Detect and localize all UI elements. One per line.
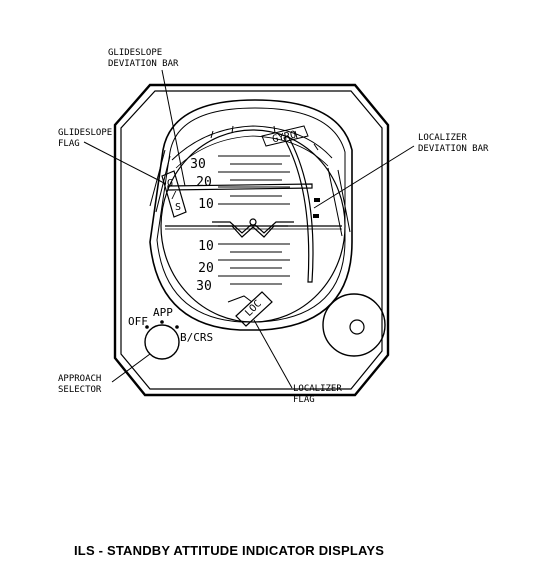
diagram-caption: ILS - STANDBY ATTITUDE INDICATOR DISPLAY… [74,543,385,558]
callout-glideslope-deviation-bar-line2: DEVIATION BAR [108,59,179,69]
roll-scale-band [171,125,333,161]
selector-position-off: OFF [128,315,148,328]
leader-glideslope-deviation-bar [161,69,186,187]
pitch-label-down-30: 30 [196,279,212,294]
leader-glideslope-flag [83,141,167,185]
pitch-label-down-20: 20 [198,261,214,276]
gs-flag-letter-g: G [167,178,173,189]
sphere-right-edge [327,167,351,237]
attitude-sphere [160,129,346,323]
approach-selector-knob [144,320,180,360]
upper-pitch-lines [218,155,290,205]
pitch-label-up-30: 30 [190,157,206,172]
glideslope-flag: G / S [161,170,187,218]
gs-flag-slash: / [171,190,177,201]
display-window-outer [149,99,353,331]
bank-pointer [227,295,253,303]
lower-pitch-lines [218,243,290,285]
callout-localizer-deviation-bar-line2: DEVIATION BAR [418,144,489,154]
callout-approach-selector-line2: SELECTOR [58,385,102,395]
glideslope-scale [149,149,171,213]
leader-localizer-deviation-bar [313,145,415,209]
roll-scale-band-inner [175,135,329,169]
callout-localizer-deviation-bar-line1: LOCALIZER [418,133,467,143]
instrument-case-inner [120,90,383,390]
callout-approach-selector-line1: APPROACH [58,374,101,384]
pitch-trim-knob [322,293,386,357]
selector-position-bcrs: B/CRS [180,331,213,344]
loc-flag-label: LOC [243,298,264,319]
localizer-scale [313,198,320,218]
callout-glideslope-flag-line1: GLIDESLOPE [58,128,112,138]
pitch-label-up-20: 20 [196,175,212,190]
pitch-label-down-10: 10 [198,239,214,254]
callout-localizer-flag-line1: LOCALIZER [293,384,342,394]
callout-localizer-flag-line2: FLAG [293,395,315,405]
glideslope-deviation-bar [167,183,313,191]
instrument-case-outer [113,83,390,397]
callout-glideslope-flag-line2: FLAG [58,139,80,149]
selector-position-app: APP [153,306,173,319]
display-window-inner [156,107,346,323]
aircraft-symbol [212,218,294,238]
callout-glideslope-deviation-bar-line1: GLIDESLOPE [108,48,162,58]
leader-approach-selector [111,353,151,383]
gs-flag-letter-s: S [175,202,181,213]
leader-localizer-flag [253,319,293,389]
pitch-label-up-10: 10 [198,197,214,212]
localizer-deviation-bar [283,135,314,283]
roll-scale-ticks [210,125,319,151]
